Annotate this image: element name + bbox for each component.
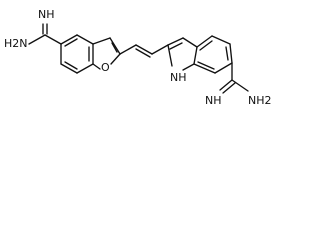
bond <box>60 63 78 74</box>
bond <box>109 37 121 55</box>
left-amidine-group: NH H2N <box>4 8 62 50</box>
vinyl-double-bond-1 <box>135 44 153 55</box>
bond <box>167 37 184 46</box>
furan-double-bond-inner <box>111 42 118 53</box>
aromatic-inner-bond <box>199 40 213 51</box>
benzofuran-furan-ring: O <box>92 37 121 74</box>
aromatic-inner-bond <box>64 61 78 70</box>
aromatic-inner-bond <box>197 61 215 70</box>
amidine-cn-double-bond-2 <box>222 82 236 94</box>
vinyl-single-bond-right <box>151 44 169 55</box>
amidine-cn-single-bond <box>28 34 46 45</box>
aromatic-inner-bond <box>64 38 78 47</box>
bond-nh-to-c2 <box>167 44 173 67</box>
aromatic-inner-bond <box>225 46 229 61</box>
furan-o-label: O <box>101 61 110 74</box>
indole-benzene-ring <box>193 35 233 74</box>
amine-nh2-right-label: NH2 <box>248 94 272 107</box>
imine-nh-top-label: NH <box>38 8 55 21</box>
bond-to-nh <box>182 63 195 71</box>
bond <box>60 34 78 45</box>
vinyl-single-bond-left <box>119 44 137 55</box>
amine-h2n-left-label: H2N <box>4 37 28 50</box>
vinyl-double-bond-2 <box>135 48 151 58</box>
vinyl-linker <box>119 44 169 58</box>
bond <box>76 63 94 74</box>
bond <box>214 62 233 74</box>
amidine-cn-double-bond-1 <box>219 79 233 91</box>
structure-svg: NH H2N O <box>4 8 272 107</box>
bond <box>211 35 231 45</box>
bond-o-to-ring <box>92 63 101 70</box>
bond <box>193 63 216 74</box>
bond-to-o <box>110 53 121 65</box>
indole-nh-label: NH <box>170 71 187 84</box>
right-amidine-group: NH NH2 <box>205 62 272 107</box>
imine-nh-bottom-label: NH <box>205 94 222 107</box>
benzofuran-benzene-ring <box>60 34 94 74</box>
bond <box>92 37 111 45</box>
bond <box>196 35 213 48</box>
amidine-cn-single-bond <box>231 79 249 92</box>
bond-ring-fusion <box>193 46 198 65</box>
bond <box>76 34 94 45</box>
amidine-to-ring-bond <box>44 34 62 45</box>
bond <box>182 37 198 48</box>
pyrrole-double-bond-inner <box>169 42 183 50</box>
indole-pyrrole-ring: NH <box>167 37 198 84</box>
molecule-diagram: NH H2N O <box>0 0 286 110</box>
bond <box>229 43 233 64</box>
